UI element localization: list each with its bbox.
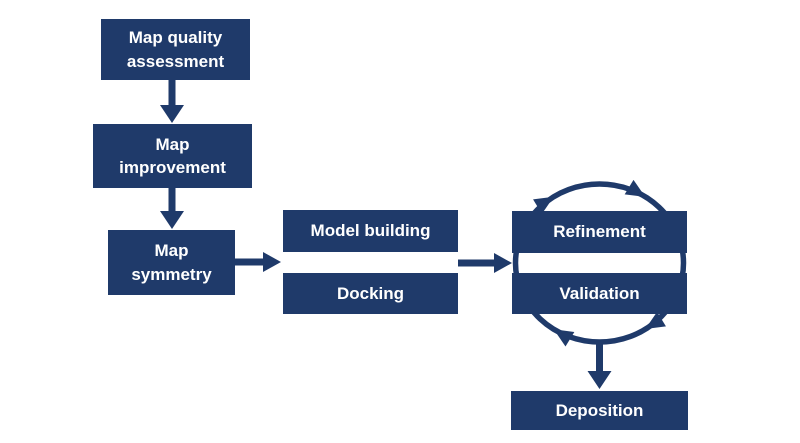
- node-model-building: Model building: [283, 210, 458, 252]
- arrow-modelbuilding-to-refinement: [458, 253, 512, 273]
- cycle-arrowhead-top-left: [533, 196, 554, 214]
- node-map-improvement: Map improvement: [93, 124, 252, 188]
- arrow-improvement-to-symmetry: [160, 188, 184, 229]
- cycle-arrowhead-bottom-left: [553, 329, 575, 347]
- arrow-symmetry-to-modelbuilding: [235, 252, 281, 272]
- node-docking: Docking: [283, 273, 458, 314]
- node-deposition: Deposition: [511, 391, 688, 430]
- cycle-arrowhead-bottom-right: [645, 311, 666, 329]
- cycle-arrowhead-top-right: [624, 179, 646, 197]
- arrow-cycle-to-deposition: [587, 341, 612, 389]
- node-map-quality-assessment: Map quality assessment: [101, 19, 250, 80]
- node-map-symmetry: Map symmetry: [108, 230, 235, 295]
- node-validation: Validation: [512, 273, 687, 314]
- arrow-assessment-to-improvement: [160, 80, 184, 123]
- node-refinement: Refinement: [512, 211, 687, 253]
